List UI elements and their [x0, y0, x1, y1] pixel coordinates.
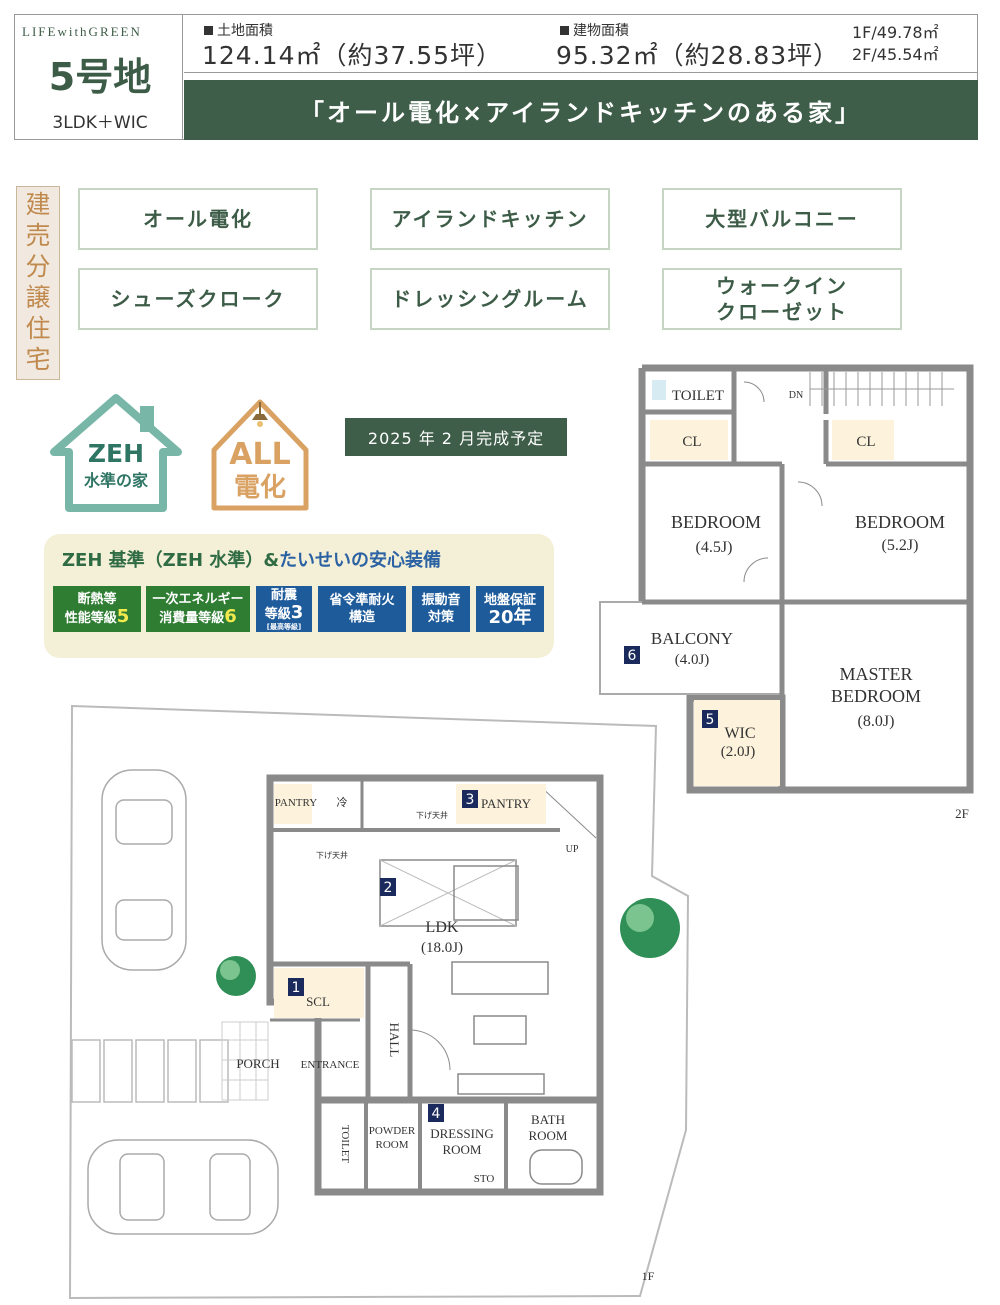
- label-bedroom-1-size: (4.5J): [696, 539, 733, 556]
- floor1-area: 1F/49.78㎡: [852, 23, 939, 42]
- tree-icon: [216, 956, 256, 996]
- header-divider: [184, 72, 978, 73]
- feature-island-kitchen: アイランドキッチン: [370, 188, 610, 250]
- label-2f: 2F: [955, 806, 969, 821]
- car-icon: [101, 769, 187, 971]
- std-vibration: 振動音対策: [412, 586, 470, 632]
- feature-walk-in-closet: ウォークイン クローゼット: [662, 268, 902, 330]
- badge-6: 6: [628, 648, 637, 664]
- std-primary-energy: 一次エネルギー消費量等級6: [146, 586, 250, 632]
- car-icon-2: [87, 1139, 279, 1235]
- std-insulation: 断熱等性能等級5: [53, 586, 141, 632]
- label-ceiling-2: 下げ天井: [316, 850, 348, 860]
- feature-shoe-cloak: シューズクローク: [78, 268, 318, 330]
- badge-5: 5: [706, 712, 715, 728]
- label-fridge: 冷: [337, 796, 348, 809]
- label-ceiling-1: 下げ天井: [416, 810, 448, 820]
- label-wic: WIC: [724, 725, 755, 742]
- brand-name: LIFEwithGREEN: [22, 24, 142, 39]
- vertical-label-char: 売: [25, 221, 51, 250]
- feature-large-balcony: 大型バルコニー: [662, 188, 902, 250]
- floor-plan-type: 3LDK＋WIC: [52, 113, 148, 133]
- tree-icon-2: [620, 898, 680, 958]
- vertical-label-char: 建: [25, 190, 51, 219]
- vertical-label-char: 分: [25, 252, 51, 281]
- badge-1: 1: [292, 980, 301, 996]
- floor-plan-2f: TOILET DN CL CL BEDROOM (4.5J) BEDROOM (…: [599, 364, 974, 821]
- badge-2: 2: [384, 880, 393, 896]
- label-dressing-1: DRESSING: [430, 1126, 494, 1141]
- label-bath-1: BATH: [531, 1112, 565, 1127]
- label-wic-size: (2.0J): [721, 744, 756, 760]
- land-area-value: 124.14㎡（約37.55坪）: [202, 41, 503, 70]
- label-dn: DN: [789, 390, 803, 401]
- label-dressing-2: ROOM: [442, 1142, 481, 1157]
- all-electric-badge: ALL 電化: [211, 399, 309, 511]
- label-1f: 1F: [642, 1269, 655, 1283]
- label-master-1: MASTER: [839, 664, 912, 684]
- label-bedroom-1: BEDROOM: [671, 512, 761, 532]
- zeh-badge-main: ZEH: [88, 439, 144, 468]
- label-balcony-size: (4.0J): [675, 652, 710, 668]
- zeh-house-badge: ZEH 水準の家: [50, 394, 182, 512]
- label-master-size: (8.0J): [858, 713, 895, 730]
- label-porch: PORCH: [236, 1056, 279, 1071]
- label-ldk-size: (18.0J): [421, 940, 463, 956]
- label-sto: STO: [474, 1173, 495, 1185]
- label-hall: HALL: [387, 1023, 402, 1058]
- floor-areas: 1F/49.78㎡ 2F/45.54㎡: [852, 22, 939, 66]
- building-area-value: 95.32㎡（約28.83坪）: [556, 41, 840, 70]
- feature-all-electric: オール電化: [78, 188, 318, 250]
- label-balcony: BALCONY: [651, 629, 733, 648]
- label-bedroom-2-size: (5.2J): [882, 537, 919, 554]
- vertical-label: 建売分譲住宅: [16, 186, 60, 380]
- zeh-badge-sub: 水準の家: [84, 471, 149, 490]
- label-master-2: BEDROOM: [831, 686, 921, 706]
- lot-number: 5号地: [48, 55, 152, 99]
- all-badge-sub: 電化: [234, 473, 286, 503]
- vertical-label-text: 建売分譲住宅: [17, 189, 59, 375]
- lamp-icon: [252, 414, 268, 420]
- badge-4: 4: [432, 1106, 441, 1122]
- tagline-banner: 「オール電化×アイランドキッチンのある家」: [184, 80, 978, 140]
- label-bedroom-2: BEDROOM: [855, 512, 945, 532]
- label-scl: SCL: [306, 994, 330, 1009]
- floor2-area: 2F/45.54㎡: [852, 45, 939, 64]
- badge-3: 3: [466, 792, 475, 808]
- completion-date: 2025 年 2 月完成予定: [345, 418, 567, 456]
- building-area-label: 建物面積: [560, 20, 629, 40]
- label-powder-2: ROOM: [375, 1139, 408, 1151]
- vertical-label-char: 住: [25, 314, 51, 343]
- label-toilet-1f: TOILET: [339, 1125, 351, 1164]
- all-badge-main: ALL: [229, 437, 290, 472]
- floor-plan-1f: PANTRY 冷 下げ天井 PANTRY 下げ天井 UP LDK (18.0J)…: [68, 704, 690, 1300]
- label-cl-2: CL: [856, 434, 875, 450]
- feature-dressing-room: ドレッシングルーム: [370, 268, 610, 330]
- vertical-label-char: 譲: [25, 283, 51, 312]
- label-toilet-2f: TOILET: [672, 388, 724, 404]
- std-seismic: 耐震等級3 [最高等級]: [256, 586, 312, 632]
- label-cl-1: CL: [682, 434, 701, 450]
- lot-info-box: [15, 15, 183, 139]
- label-bath-2: ROOM: [528, 1128, 567, 1143]
- land-area-label: 土地面積: [204, 20, 273, 40]
- label-powder-1: POWDER: [369, 1125, 416, 1137]
- vertical-label-char: 宅: [25, 345, 51, 374]
- label-entrance: ENTRANCE: [301, 1059, 360, 1071]
- label-up: UP: [566, 844, 579, 855]
- std-fire-resistance: 省令準耐火構造: [318, 586, 406, 632]
- label-ldk: LDK: [426, 919, 459, 936]
- zeh-panel-title: ZEH 基準（ZEH 水準）&たいせいの安心装備: [62, 550, 442, 571]
- label-pantry-2: PANTRY: [481, 796, 532, 811]
- label-pantry-1: PANTRY: [275, 797, 317, 809]
